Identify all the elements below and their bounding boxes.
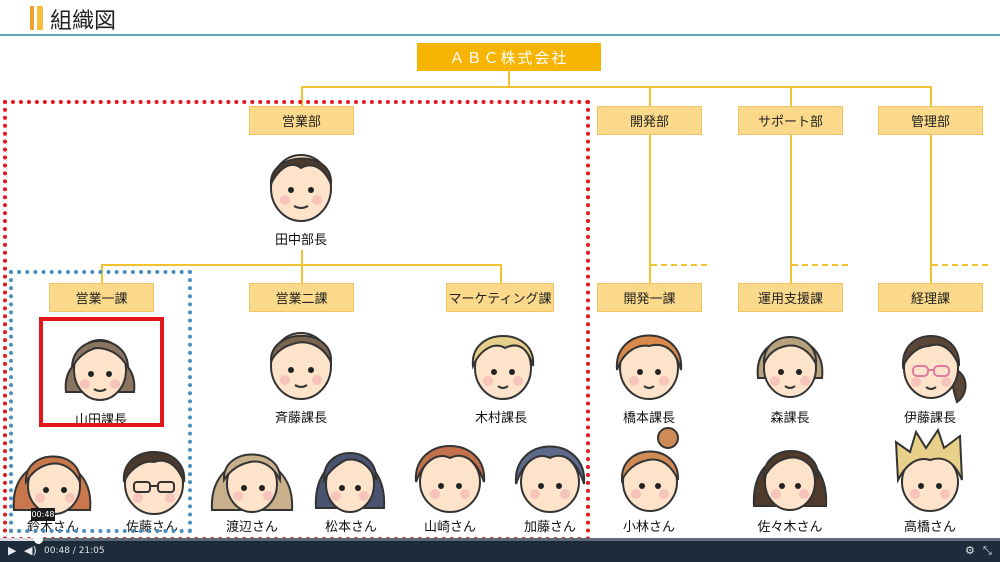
name-ito: 伊藤課長 — [903, 411, 957, 426]
connector-dev-dept — [649, 86, 651, 106]
connector-marketing — [500, 264, 502, 284]
name-mori: 森課長 — [770, 411, 810, 426]
avatar-tanaka — [263, 140, 339, 224]
company-box: ＡＢＣ株式会社 — [417, 43, 601, 71]
dept-box-support: サポート部 — [738, 106, 843, 135]
connector-ops-section — [790, 135, 792, 283]
name-hashimoto: 橋本課長 — [622, 411, 676, 426]
connector-dev-section — [649, 135, 651, 283]
avatar-sato — [116, 434, 192, 516]
avatar-kato — [510, 430, 590, 514]
dept-box-dev: 開発部 — [597, 106, 702, 135]
connector-support-dept — [790, 86, 792, 106]
section-box-ops: 運用支援課 — [738, 283, 843, 312]
avatar-hashimoto — [611, 318, 687, 402]
avatar-mori — [752, 318, 828, 402]
name-kato: 加藤さん — [523, 520, 577, 535]
avatar-matsumoto — [312, 434, 388, 516]
avatar-watanabe — [210, 434, 294, 516]
name-watanabe: 渡辺さん — [225, 520, 279, 535]
avatar-yamazaki — [410, 430, 490, 514]
connector-accounting-section — [930, 135, 932, 283]
connector-sales-dept — [301, 86, 303, 106]
slide-title: 組織図 — [50, 9, 117, 34]
name-saito: 斉藤課長 — [274, 411, 328, 426]
connector-sales1 — [101, 264, 103, 284]
avatar-yamada — [60, 322, 140, 408]
volume-icon[interactable]: ◀) — [24, 544, 37, 557]
title-accent-bar-light — [37, 6, 43, 30]
seek-bar-progress — [0, 538, 38, 541]
avatar-kimura — [465, 318, 541, 402]
name-sasaki: 佐々木さん — [757, 520, 823, 535]
connector-admin-dept — [930, 86, 932, 106]
name-yamazaki: 山崎さん — [423, 520, 477, 535]
connector-accounting-dashed — [932, 264, 988, 266]
name-kimura: 木村課長 — [474, 411, 528, 426]
connector-company — [508, 71, 510, 86]
connector-departments-horizontal — [301, 86, 932, 88]
seek-tooltip: 00:48 — [31, 508, 55, 521]
connector-sales-head — [301, 250, 303, 265]
section-box-sales1: 営業一課 — [49, 283, 154, 312]
section-box-accounting: 経理課 — [878, 283, 983, 312]
sales1-section-highlight — [9, 270, 192, 533]
title-accent-bar — [30, 6, 34, 30]
avatar-sasaki — [750, 430, 830, 514]
connector-dev-dashed — [651, 264, 707, 266]
section-box-sales2: 営業二課 — [249, 283, 354, 312]
collapse-icon[interactable]: ⤡ — [983, 544, 992, 557]
settings-icon[interactable]: ⚙ — [965, 544, 975, 557]
connector-ops-dashed — [792, 264, 848, 266]
name-takahashi: 高橋さん — [903, 520, 957, 535]
seek-bar[interactable] — [0, 535, 1000, 544]
avatar-takahashi — [890, 426, 970, 514]
name-tanaka: 田中部長 — [274, 233, 328, 248]
connector-sales2 — [301, 264, 303, 284]
avatar-kobayashi — [612, 426, 692, 514]
section-box-dev1: 開発一課 — [597, 283, 702, 312]
name-kobayashi: 小林さん — [622, 520, 676, 535]
play-icon[interactable]: ▶ — [8, 544, 17, 557]
video-control-bar — [0, 535, 1000, 562]
yamada-highlight — [39, 317, 164, 427]
avatar-suzuki — [10, 436, 94, 518]
dept-box-admin: 管理部 — [878, 106, 983, 135]
dept-box-sales: 営業部 — [249, 106, 354, 135]
time-display: 00:48 / 21:05 — [44, 546, 105, 556]
slide-header: 組織図 — [0, 0, 1000, 36]
avatar-ito — [893, 318, 973, 404]
avatar-saito — [263, 318, 339, 402]
seek-handle[interactable] — [34, 535, 43, 544]
name-matsumoto: 松本さん — [324, 520, 378, 535]
section-box-marketing: マーケティング課 — [446, 283, 554, 312]
